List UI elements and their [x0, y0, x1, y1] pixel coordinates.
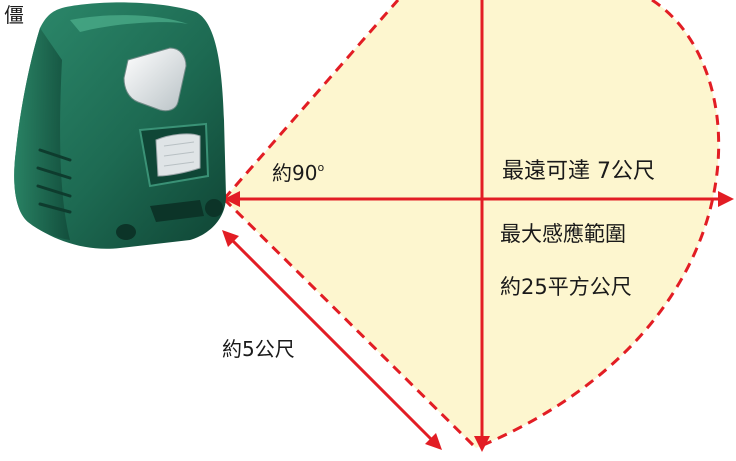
angle-label-value: 約90 — [272, 161, 318, 185]
zone-boundary-lower — [222, 197, 478, 450]
center-vertical-arrow — [474, 436, 490, 452]
max-distance-label: 最遠可達 7公尺 — [502, 159, 655, 184]
device-pir-lens — [155, 133, 201, 177]
side-length-arrow-bottom — [425, 433, 442, 450]
angle-label: 約90o — [272, 162, 324, 183]
max-area-title: 最大感應範圍 — [500, 222, 626, 246]
zone-boundary-arc — [475, 0, 721, 450]
max-range-arrow-right — [718, 191, 734, 207]
degree-symbol: o — [317, 161, 325, 174]
max-range-arrow-left — [224, 191, 240, 207]
motion-sensor-device — [14, 2, 226, 249]
side-length-line — [226, 234, 438, 446]
max-area-value: 約25平方公尺 — [500, 275, 632, 299]
side-length-label: 約5公尺 — [222, 337, 295, 361]
detection-zone — [224, 0, 719, 448]
device-lamp — [123, 47, 187, 112]
corner-text: 僵 — [4, 3, 24, 27]
side-length-arrow-top — [222, 230, 239, 247]
